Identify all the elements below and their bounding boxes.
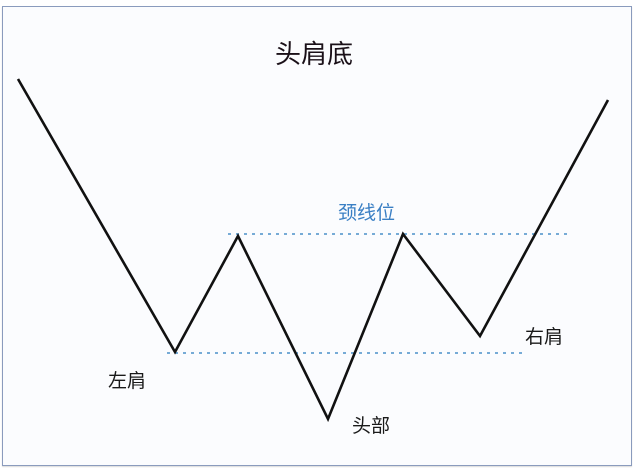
- head-label: 头部: [352, 415, 391, 437]
- chart-title: 头肩底: [275, 40, 354, 70]
- price-path: [16, 78, 610, 423]
- neckline-label: 颈线位: [338, 202, 396, 224]
- right-shoulder-label: 右肩: [525, 326, 564, 348]
- left-shoulder-label: 左肩: [108, 370, 147, 392]
